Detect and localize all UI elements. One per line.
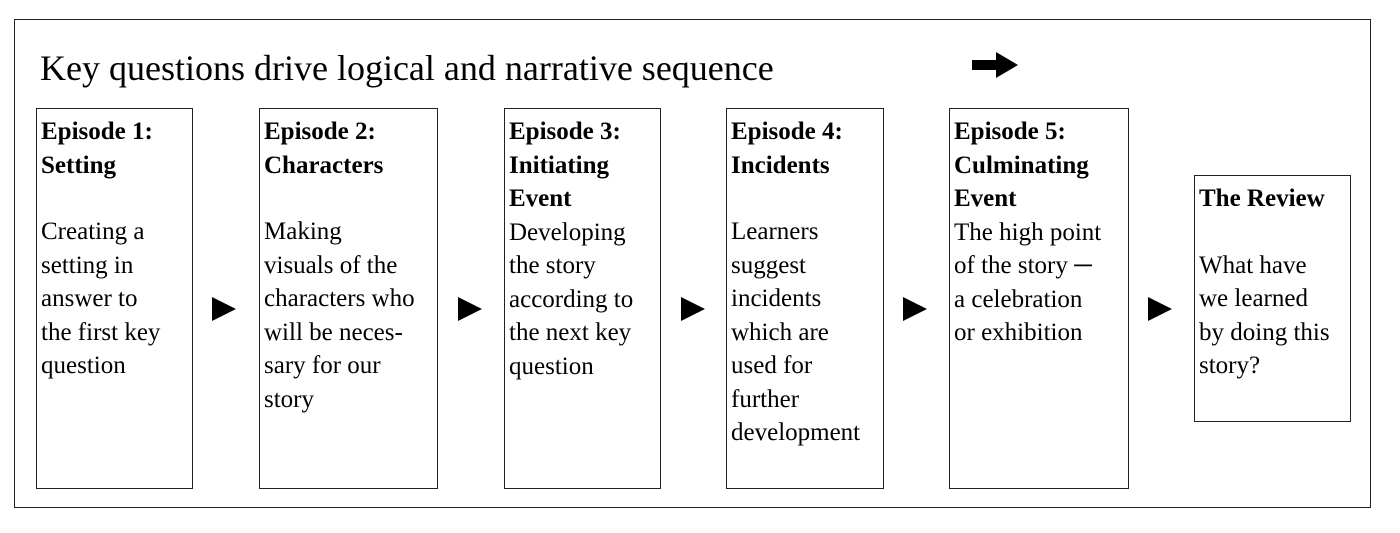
episode-5-heading: Episode 5: Culminating Event <box>954 118 1089 212</box>
episode-4-heading: Episode 4: Incidents <box>731 118 843 179</box>
episode-2-heading: Episode 2: Characters <box>264 118 384 179</box>
episode-5-body: The high point of the story ─ a celebrat… <box>954 218 1102 347</box>
episode-5-box: Episode 5: Culminating Event The high po… <box>949 108 1129 489</box>
diagram-title: Key questions drive logical and narrativ… <box>40 48 774 88</box>
diagram-frame <box>14 19 1371 508</box>
episode-2-box: Episode 2: Characters Making visuals of … <box>259 108 438 489</box>
episode-3-box: Episode 3: Initiating Event Developing t… <box>504 108 661 489</box>
right-triangle-icon <box>458 297 482 321</box>
episode-1-heading: Episode 1: Setting <box>41 118 153 179</box>
review-heading: The Review <box>1199 185 1325 212</box>
episode-3-heading: Episode 3: Initiating Event <box>509 118 621 212</box>
episode-3-body: Developing the story according to the ne… <box>509 218 634 380</box>
episode-4-box: Episode 4: Incidents Learners suggest in… <box>726 108 884 489</box>
episode-2-body: Making visuals of the characters who wil… <box>264 218 415 413</box>
right-triangle-icon <box>903 297 927 321</box>
review-body: What have we learned by doing this story… <box>1199 251 1330 380</box>
episode-1-box: Episode 1: Setting Creating a setting in… <box>36 108 193 489</box>
right-triangle-icon <box>212 297 236 321</box>
right-arrow-icon <box>972 52 1018 78</box>
episode-1-body: Creating a setting in answer to the firs… <box>41 218 161 379</box>
right-triangle-icon <box>1148 297 1172 321</box>
episode-4-body: Learners suggest incidents which are use… <box>731 218 861 446</box>
review-box: The Review What have we learned by doing… <box>1194 175 1351 422</box>
right-triangle-icon <box>681 297 705 321</box>
